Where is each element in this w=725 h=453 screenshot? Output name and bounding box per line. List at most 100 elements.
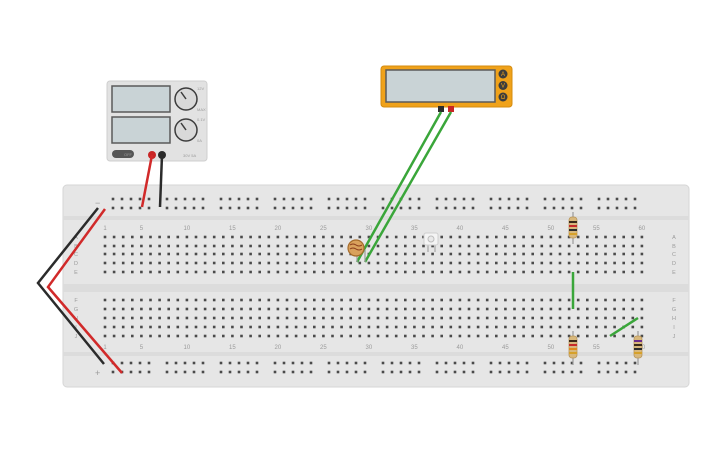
breadboard-hole[interactable] bbox=[613, 307, 616, 311]
breadboard-hole[interactable] bbox=[258, 252, 261, 256]
rail-hole[interactable] bbox=[138, 370, 142, 374]
breadboard-hole[interactable] bbox=[222, 270, 225, 274]
breadboard-hole[interactable] bbox=[140, 325, 143, 329]
breadboard-hole[interactable] bbox=[176, 307, 180, 311]
breadboard-hole[interactable] bbox=[540, 252, 544, 256]
rail-hole[interactable] bbox=[111, 197, 115, 201]
rail-hole[interactable] bbox=[597, 197, 601, 201]
breadboard-hole[interactable] bbox=[194, 298, 198, 302]
rail-hole[interactable] bbox=[147, 206, 151, 210]
breadboard-hole[interactable] bbox=[513, 252, 516, 256]
breadboard-hole[interactable] bbox=[576, 334, 580, 338]
breadboard-hole[interactable] bbox=[313, 307, 316, 311]
breadboard-hole[interactable] bbox=[522, 252, 525, 256]
rail-hole[interactable] bbox=[633, 370, 637, 374]
breadboard-hole[interactable] bbox=[303, 298, 307, 302]
breadboard-hole[interactable] bbox=[449, 244, 453, 248]
rail-hole[interactable] bbox=[417, 206, 421, 210]
breadboard-hole[interactable] bbox=[404, 270, 407, 274]
rail-hole[interactable] bbox=[291, 361, 295, 365]
rail-hole[interactable] bbox=[624, 370, 628, 374]
rail-hole[interactable] bbox=[255, 361, 259, 365]
breadboard-hole[interactable] bbox=[640, 325, 644, 329]
breadboard-hole[interactable] bbox=[158, 307, 161, 311]
breadboard-hole[interactable] bbox=[167, 325, 170, 329]
rail-hole[interactable] bbox=[399, 361, 403, 365]
breadboard-hole[interactable] bbox=[540, 235, 544, 239]
rail-hole[interactable] bbox=[336, 361, 340, 365]
breadboard-hole[interactable] bbox=[476, 325, 480, 329]
rail-hole[interactable] bbox=[192, 370, 196, 374]
rail-hole[interactable] bbox=[129, 370, 133, 374]
rail-hole[interactable] bbox=[246, 370, 250, 374]
breadboard-hole[interactable] bbox=[313, 270, 316, 274]
breadboard-hole[interactable] bbox=[222, 244, 225, 248]
rail-hole[interactable] bbox=[507, 197, 511, 201]
breadboard-hole[interactable] bbox=[131, 316, 134, 320]
rail-hole[interactable] bbox=[552, 206, 556, 210]
breadboard-hole[interactable] bbox=[167, 261, 170, 265]
rail-hole[interactable] bbox=[543, 206, 547, 210]
breadboard-hole[interactable] bbox=[322, 270, 325, 274]
breadboard-hole[interactable] bbox=[103, 298, 107, 302]
breadboard-hole[interactable] bbox=[549, 235, 553, 239]
rail-hole[interactable] bbox=[363, 361, 367, 365]
breadboard-hole[interactable] bbox=[121, 307, 125, 311]
rail-hole[interactable] bbox=[120, 206, 124, 210]
breadboard-hole[interactable] bbox=[376, 244, 380, 248]
breadboard-hole[interactable] bbox=[613, 252, 616, 256]
breadboard-hole[interactable] bbox=[495, 334, 498, 338]
power-supply[interactable]: 12V MAX 0.1V 0A OFF 30V 5A bbox=[106, 80, 208, 162]
breadboard-hole[interactable] bbox=[586, 252, 589, 256]
rail-hole[interactable] bbox=[498, 370, 502, 374]
breadboard-hole[interactable] bbox=[513, 244, 516, 248]
breadboard-hole[interactable] bbox=[467, 252, 471, 256]
breadboard-hole[interactable] bbox=[231, 298, 234, 302]
breadboard-hole[interactable] bbox=[231, 235, 234, 239]
breadboard-hole[interactable] bbox=[367, 235, 371, 239]
breadboard-hole[interactable] bbox=[285, 307, 289, 311]
breadboard-hole[interactable] bbox=[504, 334, 507, 338]
breadboard-hole[interactable] bbox=[267, 244, 271, 248]
wire-rail-negative-jumper[interactable] bbox=[36, 207, 105, 365]
probe-terminal-positive[interactable] bbox=[448, 106, 454, 112]
breadboard-hole[interactable] bbox=[467, 334, 471, 338]
breadboard-hole[interactable] bbox=[394, 252, 398, 256]
breadboard-hole[interactable] bbox=[322, 298, 325, 302]
breadboard-hole[interactable] bbox=[267, 334, 271, 338]
rail-hole[interactable] bbox=[165, 197, 169, 201]
breadboard-hole[interactable] bbox=[121, 252, 125, 256]
breadboard-hole[interactable] bbox=[212, 270, 216, 274]
rail-hole[interactable] bbox=[525, 370, 529, 374]
breadboard-hole[interactable] bbox=[394, 270, 398, 274]
breadboard-hole[interactable] bbox=[313, 244, 316, 248]
breadboard-hole[interactable] bbox=[449, 316, 453, 320]
rail-hole[interactable] bbox=[570, 370, 574, 374]
power-switch[interactable] bbox=[112, 150, 134, 158]
breadboard-hole[interactable] bbox=[431, 261, 434, 265]
breadboard-hole[interactable] bbox=[249, 298, 252, 302]
breadboard-hole[interactable] bbox=[240, 244, 243, 248]
breadboard-hole[interactable] bbox=[567, 334, 571, 338]
breadboard-hole[interactable] bbox=[303, 334, 307, 338]
rail-hole[interactable] bbox=[309, 370, 313, 374]
rail-hole[interactable] bbox=[498, 206, 502, 210]
breadboard-hole[interactable] bbox=[549, 261, 553, 265]
rail-hole[interactable] bbox=[183, 206, 187, 210]
rail-hole[interactable] bbox=[291, 206, 295, 210]
breadboard-hole[interactable] bbox=[622, 270, 625, 274]
rail-hole[interactable] bbox=[606, 370, 610, 374]
breadboard-hole[interactable] bbox=[613, 325, 616, 329]
breadboard-hole[interactable] bbox=[322, 334, 325, 338]
breadboard-hole[interactable] bbox=[567, 325, 571, 329]
breadboard-hole[interactable] bbox=[558, 307, 562, 311]
breadboard-hole[interactable] bbox=[212, 325, 216, 329]
rail-hole[interactable] bbox=[453, 197, 457, 201]
breadboard-hole[interactable] bbox=[604, 307, 607, 311]
breadboard-hole[interactable] bbox=[476, 261, 480, 265]
breadboard-hole[interactable] bbox=[513, 334, 516, 338]
breadboard-hole[interactable] bbox=[203, 334, 207, 338]
breadboard-hole[interactable] bbox=[267, 270, 271, 274]
breadboard-hole[interactable] bbox=[576, 325, 580, 329]
breadboard-hole[interactable] bbox=[112, 334, 116, 338]
